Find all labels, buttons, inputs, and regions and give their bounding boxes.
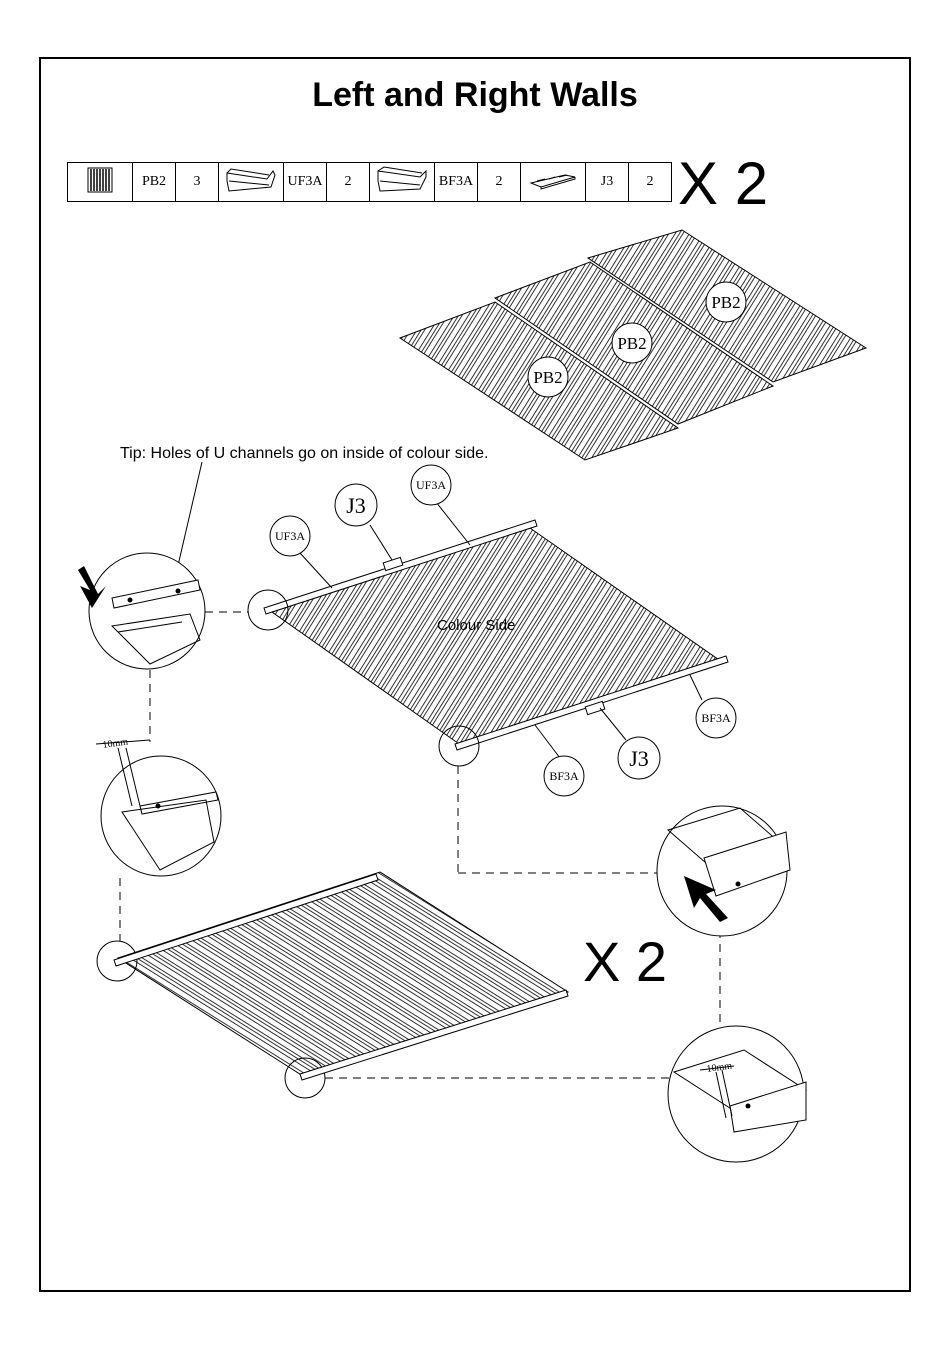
colour-side-label: Colour Side [437, 617, 515, 634]
callout-uf3a-left: UF3A [270, 516, 310, 556]
detail-circle-left-10mm: 10mm [96, 736, 221, 876]
callout-pb2-3: PB2 [528, 357, 568, 397]
callout-j3-bottom: J3 [618, 737, 660, 779]
detail-circle-upper-left [78, 553, 205, 669]
wall-assembly-middle [264, 520, 728, 750]
callout-pb2-1: PB2 [706, 282, 746, 322]
multiplier-bottom: X 2 [583, 930, 667, 994]
callout-bf3a-right: BF3A [696, 698, 736, 738]
callout-pb2-2: PB2 [612, 323, 652, 363]
svg-text:J3: J3 [629, 746, 649, 771]
detail-circle-right-arrow [657, 806, 790, 936]
svg-text:PB2: PB2 [711, 293, 740, 312]
svg-text:BF3A: BF3A [549, 769, 579, 783]
callout-uf3a-right: UF3A [411, 465, 451, 505]
tip-note: Tip: Holes of U channels go on inside of… [120, 444, 500, 464]
svg-text:J3: J3 [346, 493, 366, 518]
detail-circle-lower-right-10mm: 10mm [668, 1026, 806, 1162]
svg-text:UF3A: UF3A [275, 529, 305, 543]
svg-text:10mm: 10mm [102, 736, 129, 750]
svg-text:PB2: PB2 [533, 368, 562, 387]
wall-assembly-bottom [114, 872, 568, 1080]
svg-text:UF3A: UF3A [416, 478, 446, 492]
svg-text:BF3A: BF3A [701, 711, 731, 725]
callout-j3-top: J3 [335, 484, 377, 526]
svg-text:PB2: PB2 [617, 334, 646, 353]
callout-bf3a-bottom: BF3A [544, 756, 584, 796]
